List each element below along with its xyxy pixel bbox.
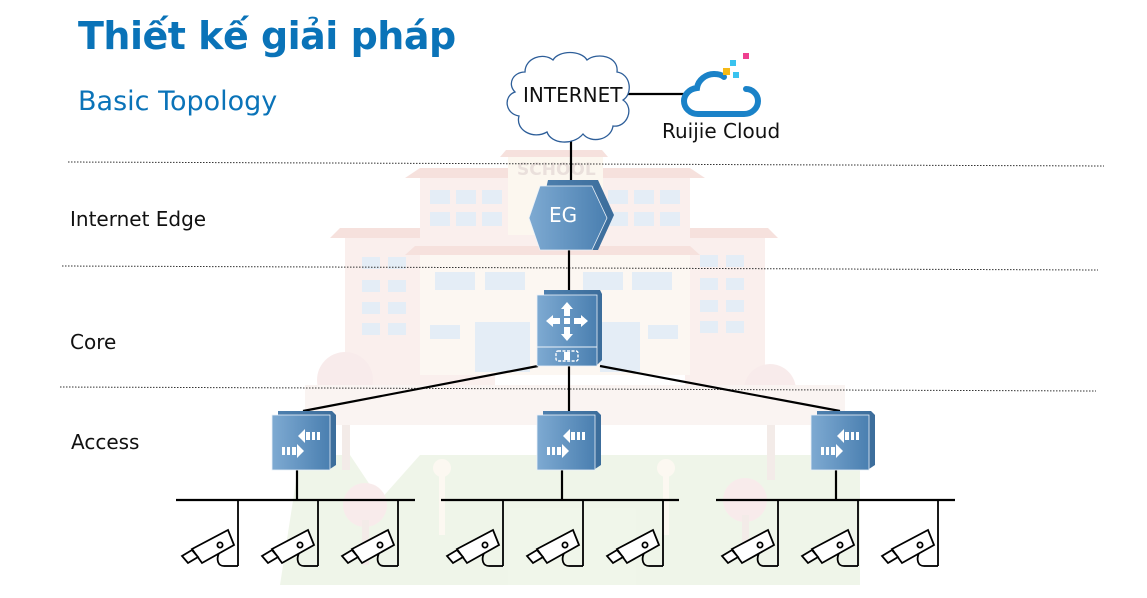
internet-cloud-icon[interactable] (506, 51, 630, 143)
ruijie-cloud-label: Ruijie Cloud (662, 119, 781, 143)
slide-title: Thiết kế giải pháp (78, 14, 456, 58)
cctv-camera-icon[interactable] (180, 500, 239, 567)
cctv-camera-icon[interactable] (605, 500, 664, 567)
layer-label-internet-edge: Internet Edge (70, 207, 207, 231)
cctv-camera-icon[interactable] (525, 500, 584, 567)
cctv-camera-icon[interactable] (340, 500, 399, 567)
cameras (180, 500, 939, 567)
core-arrows-icon (546, 302, 588, 341)
access-switch-1-icon[interactable] (271, 411, 336, 471)
internet-label: INTERNET (523, 83, 623, 107)
link-core-access-1 (302, 364, 539, 413)
switch-arrows-icon (282, 429, 320, 458)
switch-arrows-icon (821, 429, 859, 458)
ruijie-cloud-logo-icon[interactable] (680, 53, 762, 117)
cctv-camera-icon[interactable] (445, 500, 504, 567)
access-switch-3-icon[interactable] (810, 411, 875, 471)
core-switch-icon[interactable] (536, 290, 602, 367)
layer-label-core: Core (70, 330, 117, 354)
school-sign: SCHOOL (517, 160, 596, 180)
layer-label-access: Access (71, 430, 140, 454)
eg-gateway-icon[interactable] (528, 180, 614, 251)
link-core-access-3 (599, 364, 841, 413)
links (176, 92, 955, 502)
cctv-camera-icon[interactable] (800, 500, 859, 567)
cctv-camera-icon[interactable] (720, 500, 779, 567)
access-switches (271, 411, 875, 471)
access-switch-2-icon[interactable] (536, 411, 601, 471)
cctv-camera-icon[interactable] (260, 500, 319, 567)
eg-label: EG (549, 203, 578, 227)
slide-subtitle: Basic Topology (78, 86, 278, 117)
switch-arrows-icon (547, 429, 585, 458)
cctv-camera-icon[interactable] (880, 500, 939, 567)
